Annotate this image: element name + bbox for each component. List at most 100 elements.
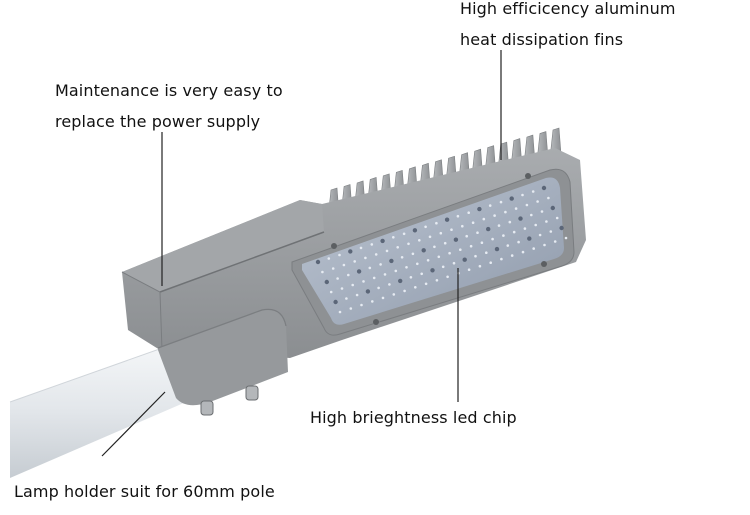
led-chip <box>521 250 525 254</box>
led-chip <box>360 303 363 307</box>
led-chip <box>469 244 473 248</box>
led-chip <box>372 276 376 280</box>
led-chip <box>474 254 477 258</box>
lamp-holder <box>157 308 288 416</box>
led-chip <box>426 259 430 262</box>
led-chip <box>405 266 408 269</box>
led-chip <box>385 249 389 253</box>
led-chip <box>324 279 329 285</box>
led-chip <box>564 236 568 240</box>
led-chip <box>342 263 346 267</box>
led-chip <box>553 240 557 243</box>
led-chip <box>435 221 438 225</box>
callout-maintenance-line-2: replace the power supply <box>55 112 261 131</box>
led-chip <box>446 275 449 279</box>
led-chip <box>355 293 359 297</box>
led-chip <box>441 265 445 269</box>
led-chip <box>383 273 387 276</box>
led-chip <box>510 254 514 257</box>
led-chip <box>488 204 492 207</box>
led-chip <box>370 243 374 246</box>
led-chip <box>416 262 419 266</box>
led-chip <box>379 263 382 266</box>
led-chip <box>497 224 501 227</box>
led-chip <box>380 238 385 244</box>
led-chip <box>456 214 460 218</box>
led-chip <box>338 253 341 257</box>
led-chip <box>452 261 456 265</box>
led-chip <box>538 233 542 237</box>
led-chip <box>435 279 439 282</box>
led-chip <box>439 231 443 235</box>
led-chip <box>491 237 494 241</box>
callout-fins: High efficicency aluminum heat dissipati… <box>460 0 676 55</box>
led-chip <box>333 299 338 305</box>
led-chip <box>443 241 447 245</box>
led-chip <box>353 260 357 263</box>
led-chip <box>525 203 529 207</box>
led-lens <box>302 173 568 325</box>
led-chip <box>421 248 426 253</box>
led-chip <box>444 217 450 222</box>
led-chip <box>407 242 410 246</box>
led-chip <box>402 232 406 236</box>
led-chip <box>412 228 418 233</box>
led-chip <box>547 196 550 200</box>
led-chip <box>521 193 524 197</box>
led-chip <box>364 256 367 260</box>
led-chip <box>499 200 503 204</box>
led-chip <box>336 277 339 280</box>
led-chip <box>340 287 344 290</box>
led-chip <box>461 224 464 228</box>
led-chip <box>409 276 413 279</box>
led-chip <box>541 185 547 191</box>
led-chip <box>377 286 380 290</box>
led-chip <box>530 213 533 217</box>
led-chip <box>502 234 505 237</box>
led-chip <box>392 236 395 239</box>
led-chip <box>543 243 546 247</box>
led-chip <box>394 269 398 273</box>
led-chip <box>559 225 564 231</box>
led-chip <box>504 210 507 214</box>
led-chip <box>512 230 516 234</box>
led-chip <box>389 258 394 264</box>
led-chip <box>532 247 535 250</box>
led-chip <box>349 307 353 310</box>
led-chip <box>508 220 512 224</box>
led-chip <box>420 272 424 276</box>
led-chip <box>315 259 321 265</box>
leader-line-holder <box>101 391 166 457</box>
led-chip <box>329 290 333 294</box>
callout-holder-line-1: Lamp holder suit for 60mm pole <box>14 482 275 501</box>
led-chip <box>365 289 371 294</box>
led-chip <box>430 268 435 273</box>
led-chip <box>467 211 471 214</box>
led-chip <box>371 300 374 303</box>
led-chip <box>418 239 421 242</box>
led-chip <box>448 251 451 255</box>
leader-lines <box>101 50 502 457</box>
led-chip <box>465 234 469 238</box>
pole <box>9 345 186 478</box>
led-chip <box>540 210 544 213</box>
led-chip <box>437 255 441 259</box>
callout-fins-line-2: heat dissipation fins <box>460 30 624 49</box>
led-chip <box>477 206 482 212</box>
led-chip <box>345 297 348 300</box>
led-chip <box>480 241 484 244</box>
led-chip <box>494 246 500 252</box>
led-chip <box>356 269 362 274</box>
callout-maintenance-line-1: Maintenance is very easy to <box>55 81 283 100</box>
led-chip <box>396 246 400 249</box>
led-chip <box>424 282 428 286</box>
led-chip <box>400 255 404 259</box>
led-chip <box>348 249 353 254</box>
led-chip <box>398 278 403 284</box>
callout-holder: Lamp holder suit for 60mm pole <box>14 476 275 507</box>
led-chip <box>517 240 520 244</box>
led-chip <box>433 245 436 249</box>
led-chip <box>549 230 553 233</box>
